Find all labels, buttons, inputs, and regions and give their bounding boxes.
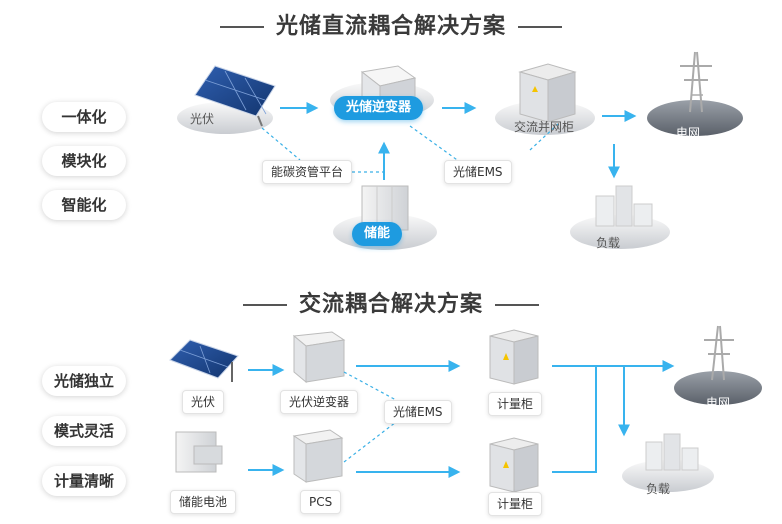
bottom-feature-pill: 计量清晰 xyxy=(42,466,126,496)
top-cabinet-illustration xyxy=(495,63,595,135)
bottom-flow-arrows xyxy=(248,360,675,478)
bottom-dashed-links xyxy=(343,371,397,463)
bottom-pcs-illustration xyxy=(292,429,344,483)
top-title-text: 光储直流耦合解决方案 xyxy=(275,14,506,39)
top-cabinet-label: 交流并网柜 xyxy=(514,120,575,134)
top-pv-label: 光伏 xyxy=(190,112,215,126)
bottom-grid-illustration xyxy=(674,325,762,405)
top-grid-label: 电网 xyxy=(676,126,701,140)
bottom-pv-illustration xyxy=(169,339,239,382)
title-rule xyxy=(242,304,287,306)
bottom-title-text: 交流耦合解决方案 xyxy=(298,292,483,317)
top-feature-pill: 模块化 xyxy=(42,146,126,176)
title-rule xyxy=(495,304,539,306)
bottom-section-title: 交流耦合解决方案 xyxy=(0,286,782,318)
title-rule xyxy=(518,26,562,28)
top-flow-arrows xyxy=(280,102,637,180)
bottom-pv-tag: 光伏 xyxy=(182,390,225,414)
top-inverter-label: 光储逆变器 xyxy=(334,96,424,120)
bottom-pv-inverter-illustration xyxy=(292,331,346,384)
bottom-ems-tag: 光储EMS xyxy=(384,400,452,424)
top-ems-tag: 光储EMS xyxy=(444,160,512,184)
bottom-meter1-tag: 计量柜 xyxy=(488,392,543,416)
bottom-load-label: 负载 xyxy=(646,482,671,496)
top-feature-pill: 智能化 xyxy=(42,190,126,220)
bottom-battery-illustration xyxy=(175,431,223,473)
bottom-load-illustration xyxy=(622,433,714,492)
top-section-title: 光储直流耦合解决方案 xyxy=(0,8,782,40)
title-rule xyxy=(219,26,264,28)
top-load-label: 负载 xyxy=(596,236,621,250)
bottom-meter-cabinet-2 xyxy=(489,437,539,493)
bottom-grid-label: 电网 xyxy=(706,396,731,410)
top-load-illustration xyxy=(570,185,670,249)
bottom-pv-inverter-tag: 光伏逆变器 xyxy=(280,390,359,414)
bottom-pcs-tag: PCS xyxy=(300,490,342,514)
top-platform-tag: 能碳资管平台 xyxy=(262,160,353,184)
bottom-feature-pill: 光储独立 xyxy=(42,366,126,396)
bottom-meter2-tag: 计量柜 xyxy=(488,492,543,516)
bottom-feature-pill: 模式灵活 xyxy=(42,416,126,446)
top-feature-pill: 一体化 xyxy=(42,102,126,132)
top-dashed-links xyxy=(261,123,559,173)
top-storage-label: 储能 xyxy=(352,222,403,246)
top-pv-illustration xyxy=(177,65,276,134)
bottom-battery-tag: 储能电池 xyxy=(170,490,237,514)
bottom-meter-cabinet-1 xyxy=(489,329,539,385)
top-grid-illustration xyxy=(647,51,743,136)
